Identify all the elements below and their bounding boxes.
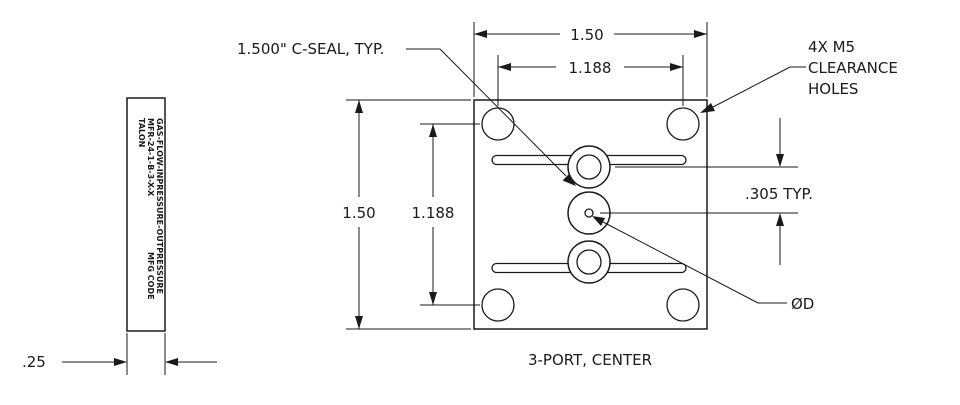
diameter-leader-arrow xyxy=(592,216,605,226)
width-dimension-label: 1.50 xyxy=(570,26,603,44)
clearance-callout-line2: CLEARANCE xyxy=(808,59,898,77)
diameter-callout-label: ØD xyxy=(791,295,814,313)
clearance-callout-line1: 4X M5 xyxy=(808,38,855,56)
inner-height-arrow-top xyxy=(429,124,437,137)
inner-height-dimension-label: 1.188 xyxy=(412,204,455,222)
height-arrow-top xyxy=(355,100,363,113)
clearance-hole-bottom-left xyxy=(481,288,515,322)
block-outline xyxy=(473,99,708,330)
width-arrow-right xyxy=(694,30,707,38)
port-lower-bore xyxy=(576,249,602,275)
side-label-talon: TALON xyxy=(137,118,146,147)
height-arrow-bottom xyxy=(355,316,363,329)
width-arrow-left xyxy=(474,30,487,38)
side-label-gas-flow: GAS-FLOW-INPRESSURE-OUTPRESSURE xyxy=(155,118,164,294)
clearance-hole-top-left xyxy=(481,107,515,141)
height-dimension-label: 1.50 xyxy=(342,204,375,222)
thickness-arrow-right xyxy=(165,358,178,366)
clearance-callout-line3: HOLES xyxy=(808,80,858,98)
side-label-part-number: MFR-24-1-B-3-X-X xyxy=(146,118,155,197)
inner-width-arrow-right xyxy=(670,63,683,71)
side-view: TALON MFR-24-1-B-3-X-X MFG CODE GAS-FLOW… xyxy=(22,97,217,375)
side-view-body xyxy=(126,97,166,332)
clearance-hole-bottom-right xyxy=(666,288,700,322)
port-spacing-arrow-top xyxy=(776,154,784,167)
inner-width-arrow-left xyxy=(498,63,511,71)
top-view: 1.50 1.188 1.50 1.188 .305 TYP. xyxy=(237,22,898,369)
c-seal-leader-arrow xyxy=(562,173,576,186)
thickness-dimension-label: .25 xyxy=(22,353,46,371)
port-spacing-arrow-bottom xyxy=(776,213,784,226)
inner-height-arrow-bottom xyxy=(429,292,437,305)
c-seal-leader-diagonal xyxy=(439,48,567,177)
clearance-leader-diagonal xyxy=(712,66,791,108)
diameter-leader-diagonal xyxy=(602,221,759,304)
c-seal-callout-label: 1.500" C-SEAL, TYP. xyxy=(237,40,384,58)
port-spacing-label: .305 TYP. xyxy=(745,185,813,203)
port-center-bore xyxy=(584,208,594,218)
thickness-arrow-left xyxy=(114,358,127,366)
clearance-hole-top-right xyxy=(666,107,700,141)
view-caption: 3-PORT, CENTER xyxy=(528,351,652,369)
port-upper-bore xyxy=(576,154,602,180)
clearance-leader-arrow xyxy=(700,103,715,113)
side-label-mfg-code: MFG CODE xyxy=(146,252,155,300)
inner-width-dimension-label: 1.188 xyxy=(569,59,612,77)
